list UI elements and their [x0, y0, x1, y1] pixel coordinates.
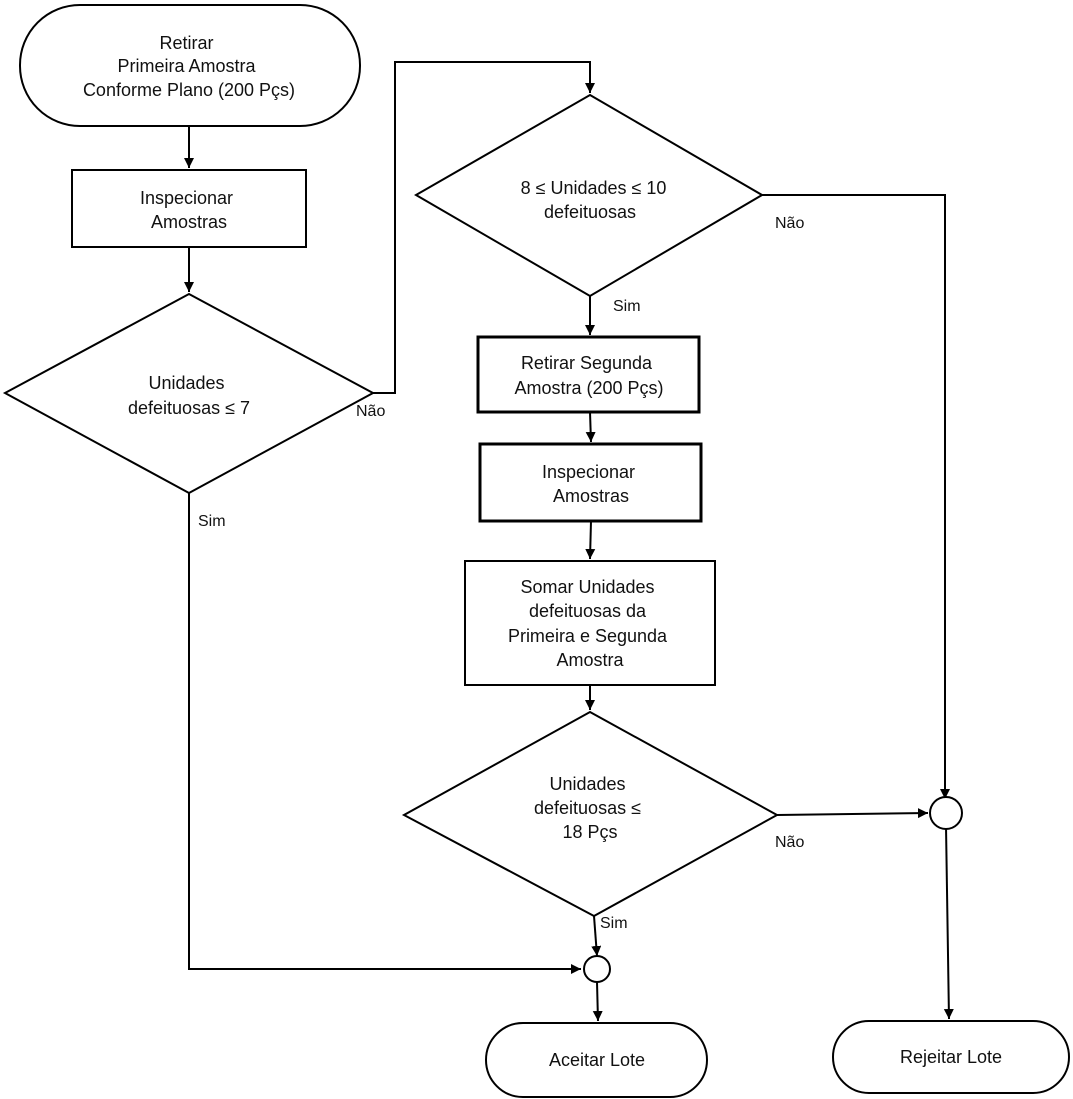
start-node-label: Retirar Primeira Amostra Conforme Plano …: [83, 33, 295, 100]
second-sample-node: Retirar Segunda Amostra (200 Pçs): [476, 335, 701, 414]
decision-1-node-label: Unidades defeituosas ≤ 7: [128, 373, 250, 418]
accept-node-label: Aceitar Lote: [549, 1050, 645, 1070]
edge-reject-junction-to-reject: [943, 825, 954, 1020]
accept-junction: [583, 955, 611, 983]
sum-node-line: Somar Unidades: [520, 577, 654, 597]
start-node: Retirar Primeira Amostra Conforme Plano …: [19, 4, 361, 127]
decision-1-node-line: defeituosas ≤ 7: [128, 398, 250, 418]
second-sample-node-label: Retirar Segunda Amostra (200 Pçs): [514, 353, 663, 398]
reject-node-label: Rejeitar Lote: [900, 1047, 1002, 1067]
inspect-2-node-label: Inspecionar Amostras: [542, 462, 640, 506]
decision-3-yes-label: Sim: [600, 915, 628, 932]
decision-3-node-line: defeituosas ≤: [534, 798, 641, 818]
start-node-line: Primeira Amostra: [117, 56, 256, 76]
decision-2-node: 8 ≤ Unidades ≤ 10 defeituosas: [414, 93, 764, 298]
start-node-line: Retirar: [159, 33, 213, 53]
second-sample-node-line: Retirar Segunda: [521, 353, 653, 373]
inspect-1-node-line: Inspecionar: [140, 188, 233, 208]
edge-inspect-2-to-sum: [585, 520, 596, 560]
edge-decision-3-yes-to-accept-junction: [591, 915, 602, 957]
reject-junction: [929, 796, 963, 830]
edge-labels: Não Sim Não Sim Não Sim: [198, 215, 804, 932]
reject-node-line: Rejeitar Lote: [900, 1047, 1002, 1067]
sum-node: Somar Unidades defeituosas da Primeira e…: [464, 560, 716, 686]
inspect-1-node: Inspecionar Amostras: [71, 169, 307, 248]
edges: [184, 61, 954, 1022]
inspect-1-node-line: Amostras: [151, 212, 227, 232]
inspect-2-node-line: Inspecionar: [542, 462, 635, 482]
edge-decision-3-no-to-reject-junction: [776, 808, 929, 819]
edge-second-sample-to-inspect-2: [585, 411, 596, 443]
decision-2-node-line: defeituosas: [544, 202, 636, 222]
decision-3-node-label: Unidades defeituosas ≤ 18 Pçs: [534, 774, 646, 842]
edge-decision-1-no-to-decision-2: [373, 61, 595, 394]
decision-2-no-label: Não: [775, 215, 804, 232]
sum-node-line: defeituosas da: [529, 601, 647, 621]
decision-1-node-line: Unidades: [148, 373, 224, 393]
second-sample-node-line: Amostra (200 Pçs): [514, 378, 663, 398]
edge-decision-2-no-to-reject-junction: [762, 194, 950, 799]
edge-decision-1-yes-to-accept-junction: [188, 493, 581, 974]
reject-node: Rejeitar Lote: [832, 1020, 1070, 1094]
decision-2-node-label: 8 ≤ Unidades ≤ 10 defeituosas: [521, 178, 672, 222]
decision-3-node: Unidades defeituosas ≤ 18 Pçs: [401, 710, 780, 918]
decision-2-node-line: 8 ≤ Unidades ≤ 10: [521, 178, 667, 198]
accept-node-line: Aceitar Lote: [549, 1050, 645, 1070]
sum-node-line: Amostra: [556, 650, 624, 670]
edge-accept-junction-to-accept: [592, 981, 603, 1022]
decision-2-yes-label: Sim: [613, 298, 641, 315]
inspect-1-node-label: Inspecionar Amostras: [140, 188, 238, 232]
decision-1-node: Unidades defeituosas ≤ 7: [2, 292, 376, 495]
decision-3-no-label: Não: [775, 834, 804, 851]
decision-3-node-line: Unidades: [549, 774, 625, 794]
inspect-2-node: Inspecionar Amostras: [478, 442, 703, 523]
accept-node: Aceitar Lote: [485, 1022, 708, 1098]
start-node-line: Conforme Plano (200 Pçs): [83, 80, 295, 100]
sum-node-line: Primeira e Segunda: [508, 626, 668, 646]
decision-1-yes-label: Sim: [198, 513, 226, 530]
decision-1-no-label: Não: [356, 403, 385, 420]
inspect-2-node-line: Amostras: [553, 486, 629, 506]
sum-node-label: Somar Unidades defeituosas da Primeira e…: [508, 577, 672, 670]
decision-3-node-line: 18 Pçs: [562, 822, 617, 842]
